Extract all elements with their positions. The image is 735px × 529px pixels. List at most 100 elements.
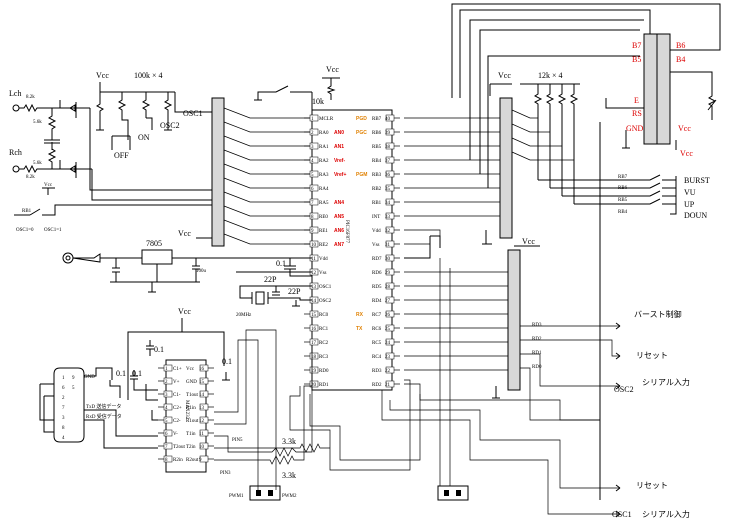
max-pin-name: R2out <box>186 458 199 463</box>
r56k-b-label: 5.6k <box>33 161 42 166</box>
cap-01-b-label: 0.1 <box>116 369 126 378</box>
pic-pin-num: 38 <box>385 145 391 150</box>
max-pin-name: C1- <box>173 393 181 398</box>
rd1-label: RD1 <box>532 351 542 356</box>
pic-pin-name: RD7 <box>372 257 382 262</box>
pic-pin-name: RB2 <box>372 187 382 192</box>
pwm1-connector <box>249 485 281 501</box>
res-array-right-label: 12k × 4 <box>538 71 563 80</box>
pic-pin-name: RB5 <box>372 145 382 150</box>
pic-right-wires <box>404 100 501 248</box>
pic-pin-name: INT <box>372 215 380 220</box>
c22p-b-label: 22P <box>288 287 301 296</box>
pic-pin-num: 29 <box>385 271 391 276</box>
pic-pin-func: PGM <box>356 172 367 178</box>
left-connector-header <box>211 97 225 247</box>
pic-pin-name: RC0 <box>319 313 329 318</box>
pic-pin-name: RB6 <box>372 131 382 136</box>
txd-label: TxD 送信データ <box>86 403 121 410</box>
max-pin-num: 11 <box>199 432 204 437</box>
rb1-label: RB1 <box>22 209 32 214</box>
r82k-a-label: 8.2k <box>26 95 35 100</box>
max-pin-num: 16 <box>199 367 205 372</box>
pullup-resistor-array: 12k × 4 <box>511 71 580 204</box>
max-pin-num: 2 <box>165 380 168 385</box>
pic-pin-name: RD4 <box>372 299 382 304</box>
crystal-label: 20MHz <box>236 313 252 318</box>
up-label: UP <box>684 200 695 209</box>
rch-label: Rch <box>9 148 22 157</box>
vu-label: VU <box>684 188 696 197</box>
r33k-b-label: 3.3k <box>282 471 296 480</box>
pic-pin-num: 3 <box>311 145 314 150</box>
pic-pin-num: 34 <box>385 201 391 206</box>
pic-right-pins: 40RB7PGD39RB6PGC38RB537RB436RB3PGM35RB23… <box>356 114 400 388</box>
max-pin-name: C2+ <box>173 406 182 411</box>
pin3-label: PIN3 <box>220 471 231 476</box>
gnd-label: GND <box>84 375 95 380</box>
rd0-label: RD0 <box>532 365 542 370</box>
max-pin-num: 13 <box>199 406 205 411</box>
pic-pin-num: 17 <box>311 341 317 346</box>
lower-connector-header <box>507 249 521 391</box>
hdr-b7-label: B7 <box>632 41 641 50</box>
pic-pin-num: 35 <box>385 187 391 192</box>
max-right-pins: 16Vcc15GND14T1out13R1in12R1out11T1in10T2… <box>186 364 214 463</box>
db9-connector: 1 6 2 7 3 8 4 9 5 GND TxD 送信データ RxD 受信デー… <box>39 367 158 449</box>
pic-chip-name: PIC16F877 <box>344 220 349 244</box>
pic-pin-num: 15 <box>311 313 317 318</box>
pic-pin-num: 36 <box>385 173 391 178</box>
lcd-header-labels: B7 B6 B5 B4 E RS GND Vcc Vcc <box>626 41 693 158</box>
pic-pin-num: 12 <box>311 271 317 276</box>
potentiometer-array: Vcc 100k × 4 OFF ON OSC1 OSC2 <box>96 71 212 160</box>
max232-wires: 3.3k 3.3k <box>214 329 330 490</box>
rd3-label: RD3 <box>532 323 542 328</box>
pic-pin-name: RB7 <box>372 117 382 122</box>
max-pin-num: 9 <box>199 458 202 463</box>
crystal-20mhz <box>255 291 265 305</box>
pic-pin-num: 20 <box>311 383 317 388</box>
pic-pin-name: RE1 <box>319 229 328 234</box>
max-pin-name: T2out <box>173 445 186 450</box>
burst-ctrl-label: バースト制御 <box>634 309 682 319</box>
pic-pin-func: AN0 <box>334 130 344 136</box>
max-pin-name: T1out <box>186 393 199 398</box>
max-pin-name: R1in <box>186 406 196 411</box>
max-pin-num: 15 <box>199 380 205 385</box>
svg-text:4: 4 <box>62 436 65 441</box>
cap-01-d-label: 0.1 <box>222 357 232 366</box>
cap-01-c-label: 0.1 <box>132 369 142 378</box>
pic-pin-name: RA3 <box>319 173 329 178</box>
serial-in-1-label: シリアル入力 <box>642 377 690 387</box>
hdr-rs-label: RS <box>632 109 642 118</box>
osc-sw-a-label: OSC1=0 <box>16 228 34 233</box>
osc2-serial-label: OSC2 <box>614 385 634 394</box>
burst-label: BURST <box>684 176 710 185</box>
max-pin-num: 12 <box>199 419 205 424</box>
pic-pin-name: MCLR <box>319 117 334 122</box>
